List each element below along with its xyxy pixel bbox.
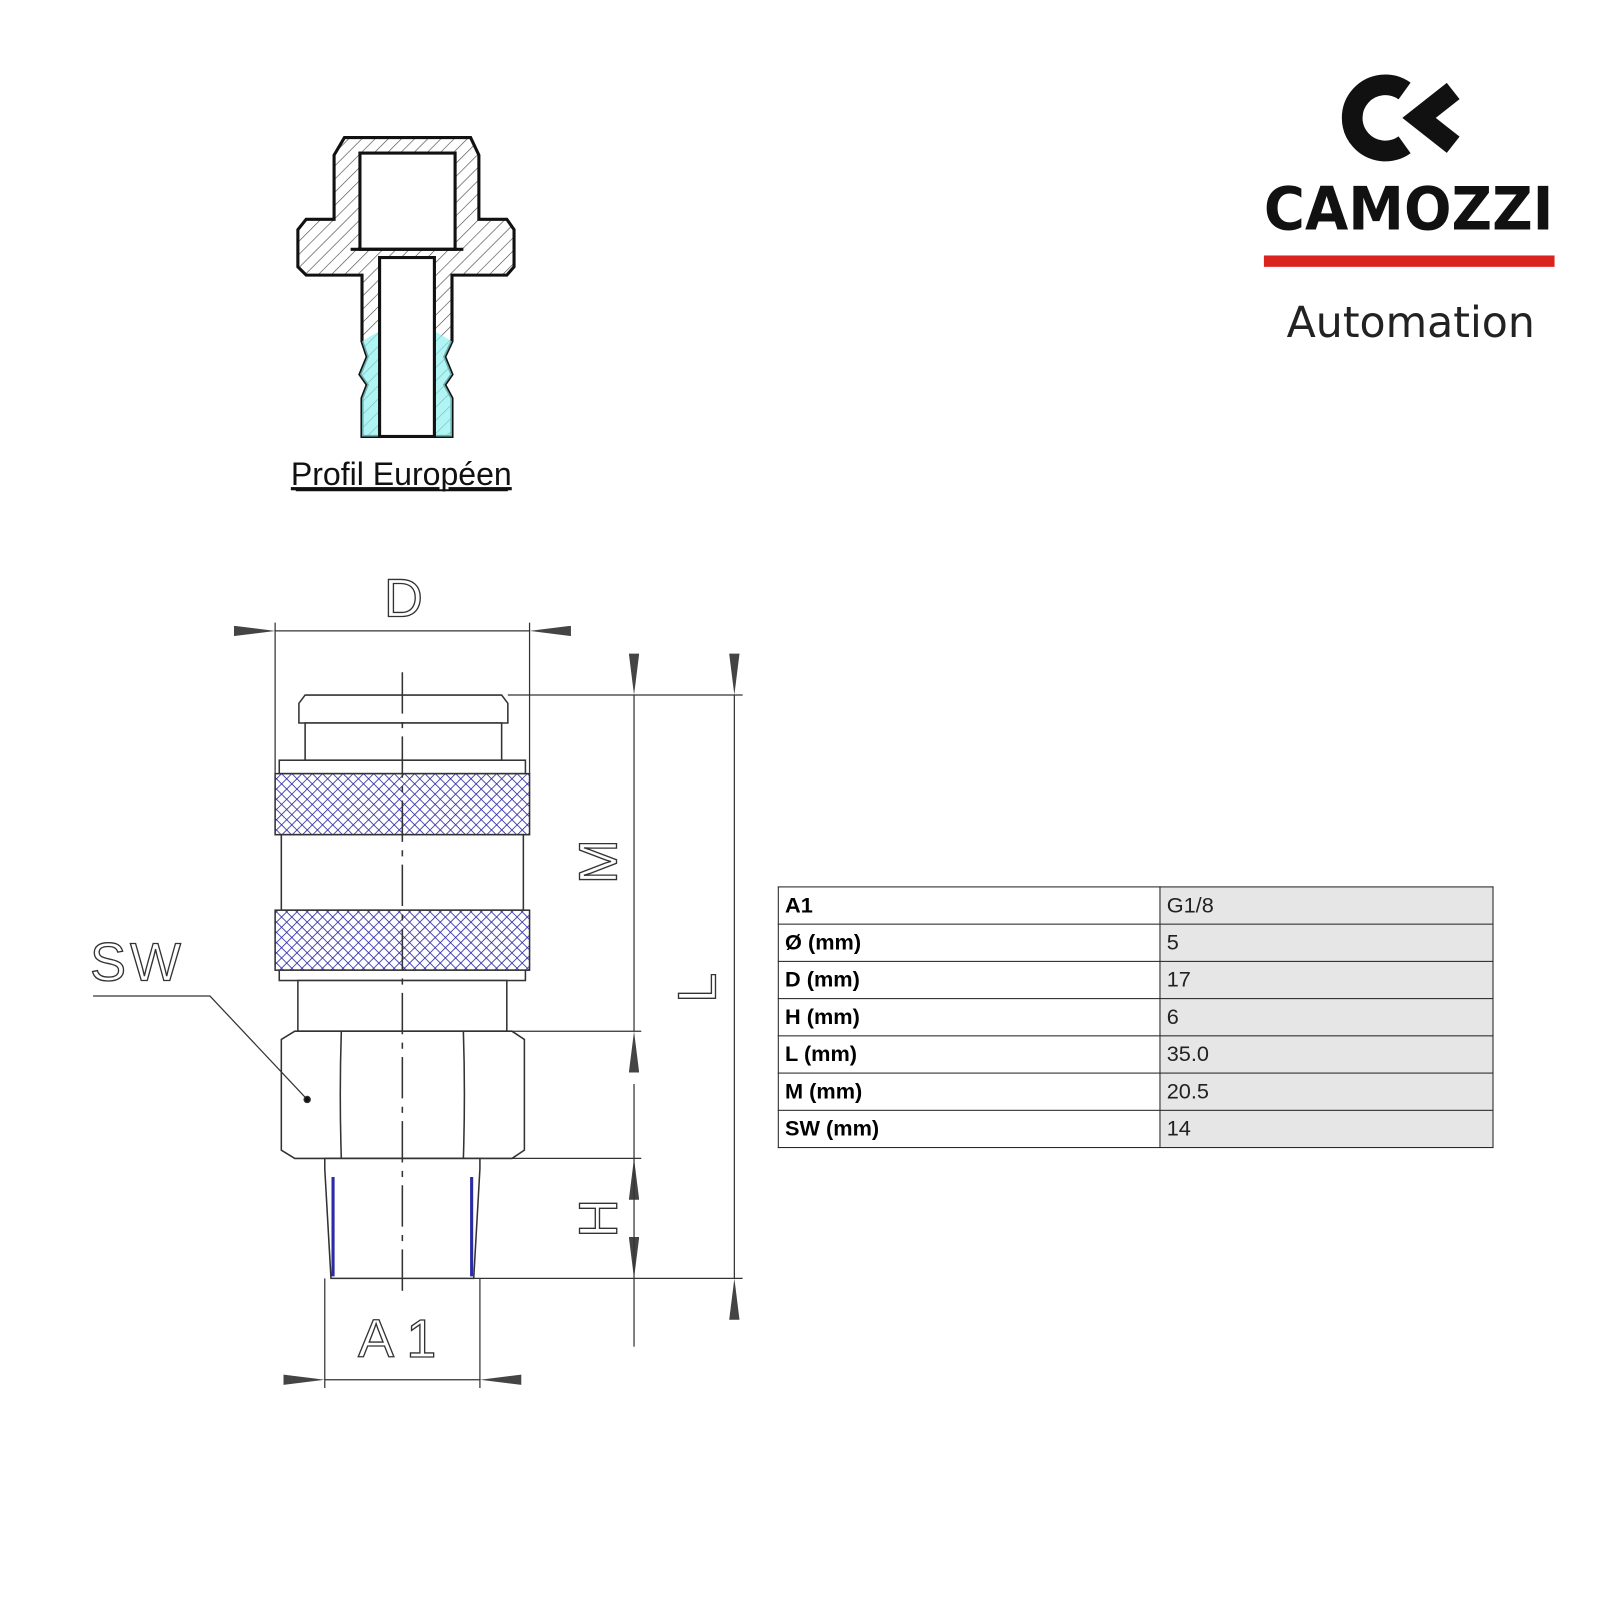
dim-label-m: M (568, 839, 628, 884)
dim-label-l: L (668, 973, 728, 1003)
logo-red-bar (1263, 255, 1555, 267)
logo-tagline: Automation (1287, 298, 1535, 347)
dim-label-a1: A1 (358, 1309, 449, 1369)
table-row: L (mm)35.0 (777, 1035, 1494, 1074)
table-row: Ø (mm)5 (777, 923, 1494, 962)
table-row: D (mm)17 (777, 960, 1494, 1000)
row-label: M (mm) (777, 1072, 1161, 1111)
dim-label-sw: SW (90, 933, 185, 993)
row-value: G1/8 (1159, 886, 1494, 925)
camozzi-logo: CAMOZZI Automation (1263, 74, 1555, 347)
row-value: 5 (1159, 923, 1494, 962)
logo-brand: CAMOZZI (1264, 175, 1554, 245)
profile-section-drawing: Profil Européen (291, 136, 516, 492)
row-value: 14 (1159, 1109, 1494, 1149)
profile-caption: Profil Européen (291, 456, 512, 492)
row-value: 20.5 (1159, 1072, 1494, 1111)
table-row: H (mm)6 (777, 998, 1494, 1037)
row-label: H (mm) (777, 998, 1161, 1037)
table-row: SW (mm)14 (777, 1109, 1494, 1149)
row-label: Ø (mm) (777, 923, 1161, 962)
coupling-side-view (274, 672, 531, 1293)
row-label: A1 (777, 886, 1161, 925)
row-label: SW (mm) (777, 1109, 1161, 1149)
dim-label-h: H (568, 1199, 628, 1238)
row-label: L (mm) (777, 1035, 1161, 1074)
row-value: 35.0 (1159, 1035, 1494, 1074)
row-label: D (mm) (777, 960, 1161, 1000)
row-value: 17 (1159, 960, 1494, 1000)
row-value: 6 (1159, 998, 1494, 1037)
table-row: M (mm)20.5 (777, 1072, 1494, 1111)
dim-label-d: D (384, 568, 423, 628)
cc-mark-icon (1341, 74, 1460, 162)
dimension-lines (93, 622, 743, 1389)
